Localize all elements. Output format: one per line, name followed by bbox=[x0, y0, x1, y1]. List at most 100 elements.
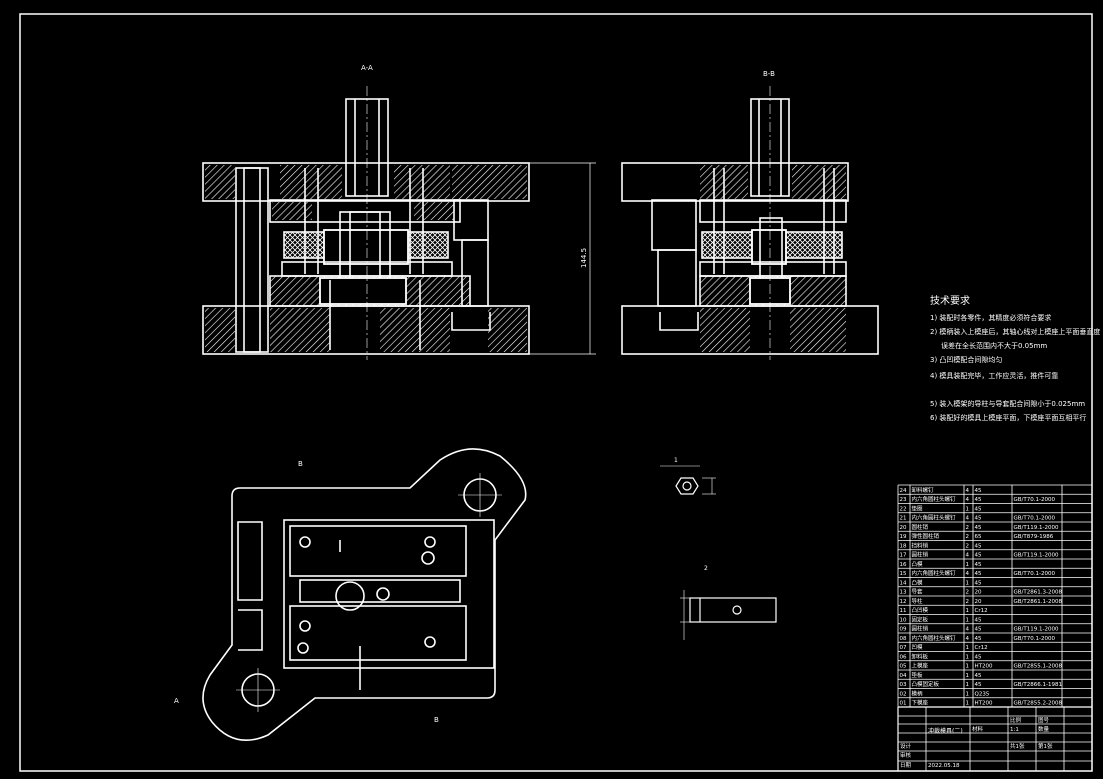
bom-cell-qty: 4 bbox=[966, 516, 970, 522]
bom-cell-mat: Cr12 bbox=[975, 608, 988, 614]
bom-cell-name: 导套 bbox=[912, 588, 924, 596]
bom-cell-std: GB/T70.1-2000 bbox=[1014, 636, 1056, 642]
bom-cell-no: 18 bbox=[900, 543, 907, 549]
bom-cell-qty: 4 bbox=[966, 627, 970, 633]
date-label: 日期 bbox=[900, 762, 912, 769]
bom-cell-std: GB/T70.1-2000 bbox=[1014, 516, 1056, 522]
bom-cell-mat: Q235 bbox=[975, 691, 990, 697]
bom-cell-no: 07 bbox=[900, 645, 907, 651]
notes-title: 技术要求 bbox=[930, 294, 970, 307]
bom-cell-name: 内六角圆柱头螺钉 bbox=[912, 569, 957, 577]
bom-cell-qty: 1 bbox=[966, 617, 970, 623]
bom-cell-std: GB/T119.1-2000 bbox=[1014, 553, 1059, 559]
bom-cell-no: 19 bbox=[900, 534, 907, 540]
note-3: 3) 凸凹模配合间隙均匀 bbox=[930, 355, 1002, 364]
quantity-label: 数量 bbox=[1038, 725, 1050, 733]
bom-cell-mat: HT200 bbox=[975, 701, 993, 707]
note-5: 5) 装入模架的导柱与导套配合间隙小于0.025mm bbox=[930, 399, 1085, 408]
drawing-frame bbox=[19, 13, 1093, 772]
bom-cell-qty: 4 bbox=[966, 488, 970, 494]
bom-cell-name: 导柱 bbox=[912, 597, 924, 605]
drawing-name: 冲裁模具(二) bbox=[928, 727, 963, 735]
bom-cell-qty: 2 bbox=[966, 534, 970, 540]
bom-cell-mat: 45 bbox=[975, 506, 982, 512]
bom-cell-mat: 45 bbox=[975, 516, 982, 522]
bom-cell-qty: 2 bbox=[966, 599, 970, 605]
bom-cell-std: GB/T2855.1-2008 bbox=[1014, 664, 1063, 670]
bom-cell-mat: 45 bbox=[975, 617, 982, 623]
bom-cell-name: 圆柱销 bbox=[912, 625, 929, 633]
drawing-number-label: 图号 bbox=[1038, 716, 1050, 724]
scale-value: 1:1 bbox=[1010, 727, 1019, 733]
bom-cell-mat: 45 bbox=[975, 488, 982, 494]
bom-cell-no: 06 bbox=[900, 654, 907, 660]
bom-cell-qty: 1 bbox=[966, 608, 970, 614]
bom-cell-no: 14 bbox=[900, 580, 907, 586]
bom-cell-std: GB/T2861.1-2008 bbox=[1014, 599, 1063, 605]
bom-cell-mat: 20 bbox=[975, 599, 982, 605]
bom-cell-no: 23 bbox=[900, 497, 907, 503]
bom-cell-qty: 2 bbox=[966, 590, 970, 596]
bom-cell-name: 弹性圆柱销 bbox=[912, 532, 940, 540]
section-view-b bbox=[621, 86, 879, 360]
bom-cell-name: 卸料板 bbox=[912, 652, 929, 660]
bom-cell-mat: 45 bbox=[975, 571, 982, 577]
bom-cell-no: 11 bbox=[900, 608, 907, 614]
scale-label: 比例 bbox=[1010, 716, 1022, 724]
date-value: 2022.05.18 bbox=[928, 763, 960, 769]
bom-cell-no: 15 bbox=[900, 571, 907, 577]
detail-view-2 bbox=[680, 590, 777, 640]
bom-cell-mat: 45 bbox=[975, 636, 982, 642]
note-1: 1) 装配时各零件，其精度必须符合要求 bbox=[930, 313, 1051, 322]
overall-height-dimension: 144.5 bbox=[580, 248, 588, 268]
detail-label-1: 1 bbox=[674, 457, 678, 464]
bom-cell-qty: 4 bbox=[966, 553, 970, 559]
bom-cell-qty: 2 bbox=[966, 525, 970, 531]
bom-cell-no: 16 bbox=[900, 562, 907, 568]
note-2-cont: 误差在全长范围内不大于0.05mm bbox=[941, 341, 1047, 350]
bom-cell-mat: 45 bbox=[975, 562, 982, 568]
bom-cell-no: 02 bbox=[900, 691, 907, 697]
bom-cell-std: GB/T70.1-2000 bbox=[1014, 497, 1056, 503]
bom-cell-name: 内六角圆柱头螺钉 bbox=[912, 495, 957, 503]
bom-cell-name: 凸凹模 bbox=[912, 606, 929, 614]
bom-cell-no: 09 bbox=[900, 627, 907, 633]
bom-cell-no: 20 bbox=[900, 525, 907, 531]
technical-notes: 技术要求 1) 装配时各零件，其精度必须符合要求 2) 模柄装入上模座后，其轴心… bbox=[930, 294, 1100, 422]
bom-cell-no: 08 bbox=[900, 636, 907, 642]
bom-cell-name: 凸模 bbox=[912, 578, 924, 586]
bom-cell-qty: 2 bbox=[966, 543, 970, 549]
bom-cell-mat: 45 bbox=[975, 654, 982, 660]
bom-cell-name: 圆柱销 bbox=[912, 523, 929, 531]
bom-cell-mat: HT200 bbox=[975, 664, 993, 670]
bom-cell-qty: 1 bbox=[966, 562, 970, 568]
bom-cell-std: GB/T2855.2-2008 bbox=[1014, 701, 1063, 707]
detail-view-1 bbox=[660, 465, 716, 495]
bom-cell-name: 模柄 bbox=[912, 689, 924, 697]
bom-cell-name: 垫板 bbox=[912, 671, 924, 679]
bom-cell-qty: 1 bbox=[966, 580, 970, 586]
bom-cell-name: 下模座 bbox=[912, 699, 929, 707]
bom-cell-no: 04 bbox=[900, 673, 907, 679]
bom-cell-std: GB/T70.1-2000 bbox=[1014, 571, 1056, 577]
bom-cell-qty: 1 bbox=[966, 645, 970, 651]
bom-cell-no: 22 bbox=[900, 506, 907, 512]
plan-label-b-top: B bbox=[298, 460, 303, 468]
note-4: 4) 模具装配完毕，工作应灵活，推件可靠 bbox=[930, 371, 1058, 380]
bom-cell-name: 凸模固定板 bbox=[912, 680, 940, 688]
bom-cell-mat: 45 bbox=[975, 543, 982, 549]
bom-cell-mat: 45 bbox=[975, 673, 982, 679]
bom-cell-mat: 45 bbox=[975, 525, 982, 531]
bom-cell-qty: 1 bbox=[966, 673, 970, 679]
bom-cell-qty: 1 bbox=[966, 664, 970, 670]
bom-cell-name: 内六角圆柱头螺钉 bbox=[912, 514, 957, 522]
bom-cell-qty: 4 bbox=[966, 497, 970, 503]
bom-cell-no: 05 bbox=[900, 664, 907, 670]
bom-cell-name: 凸模 bbox=[912, 560, 924, 568]
bom-cell-mat: 45 bbox=[975, 580, 982, 586]
bom-cell-mat: 45 bbox=[975, 497, 982, 503]
bom-cell-mat: 65 bbox=[975, 534, 982, 540]
